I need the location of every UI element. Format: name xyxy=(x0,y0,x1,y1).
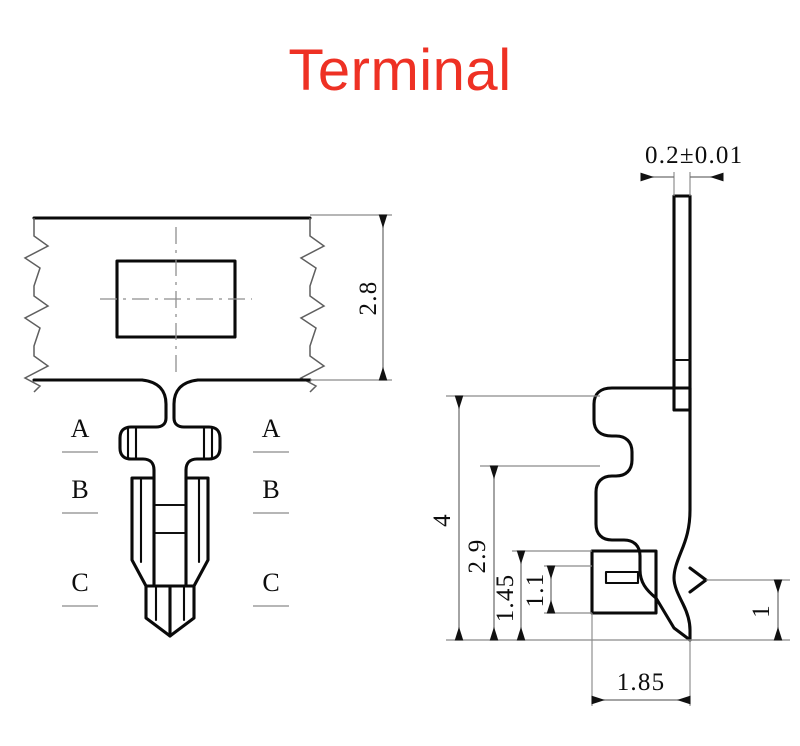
dim-1-1-text: 1.1 xyxy=(522,573,549,608)
label-c-left: C xyxy=(71,568,88,597)
front-barrel-left xyxy=(130,476,156,588)
dimension-2-9: 2.9 xyxy=(464,465,600,641)
dimension-1-1: 1.1 xyxy=(522,565,592,614)
side-slot-hole xyxy=(604,570,640,585)
front-body-left-outline xyxy=(118,378,168,480)
label-a-right: A xyxy=(262,414,281,443)
dim-1-85-text: 1.85 xyxy=(617,669,666,696)
label-group-b-right: B xyxy=(253,475,289,514)
dimension-2-8: 2.8 xyxy=(310,214,392,381)
dim-4-text: 4 xyxy=(429,513,456,527)
label-b-right: B xyxy=(262,475,279,504)
dimension-4: 4 xyxy=(429,395,600,641)
dim-1-text: 1 xyxy=(748,604,775,618)
dimension-1-85: 1.85 xyxy=(591,613,691,706)
break-line-left xyxy=(23,218,50,393)
label-c-right: C xyxy=(262,568,279,597)
label-group-c-left: C xyxy=(62,568,98,607)
dimension-1: 1 xyxy=(690,579,790,641)
dimension-1-45: 1.45 xyxy=(492,550,592,641)
dim-0-2-text: 0.2±0.01 xyxy=(645,142,743,169)
side-blade xyxy=(672,194,692,412)
front-barb-right xyxy=(202,426,214,460)
front-barb-left xyxy=(126,426,138,460)
label-group-a-left: A xyxy=(62,414,98,453)
front-barrel-right xyxy=(184,476,210,588)
page-title: Terminal xyxy=(288,38,512,103)
side-right-edge xyxy=(672,386,692,642)
front-body-right-outline xyxy=(172,378,222,480)
front-pin-outline xyxy=(144,584,196,638)
dim-2-9-text: 2.9 xyxy=(464,539,491,574)
side-slot-box xyxy=(590,549,658,615)
dim-2-8-text: 2.8 xyxy=(355,281,382,316)
break-line-right xyxy=(299,218,326,393)
dim-1-45-text: 1.45 xyxy=(492,574,519,623)
label-group-c-right: C xyxy=(253,568,289,607)
side-barb-point xyxy=(688,566,708,594)
label-group-a-right: A xyxy=(253,414,289,453)
label-b-left: B xyxy=(71,475,88,504)
side-profile xyxy=(592,386,692,642)
dimension-0-2: 0.2±0.01 xyxy=(640,142,743,196)
label-a-left: A xyxy=(71,414,90,443)
side-view: 0.2±0.01 4 2.9 1.45 xyxy=(429,142,790,706)
front-view: A B C A B C xyxy=(23,214,392,638)
label-group-b-left: B xyxy=(62,475,98,514)
